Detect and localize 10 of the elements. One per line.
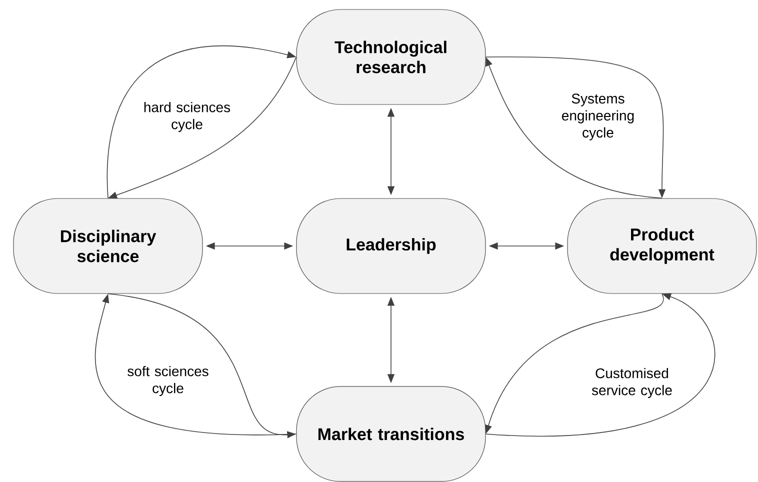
- process-box: Product development: [567, 198, 757, 294]
- edge-label: soft sciences cycle: [117, 364, 219, 398]
- process-box: Disciplinary science: [13, 198, 203, 294]
- edge-label: Customised service cycle: [583, 366, 681, 399]
- process-box: Market transitions: [296, 386, 486, 482]
- process-box: Leadership: [296, 198, 486, 294]
- arrow: [485, 293, 715, 437]
- process-box: Technological research: [296, 9, 486, 105]
- edge-label: Systems engineering cycle: [554, 92, 642, 142]
- edge-label: hard sciences cycle: [136, 100, 238, 134]
